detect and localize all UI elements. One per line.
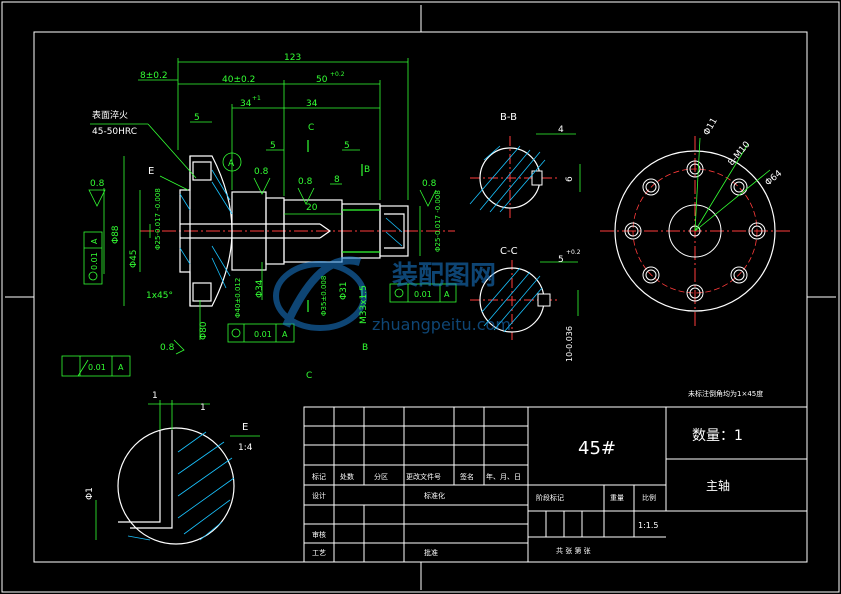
- row-label-3: 分区: [374, 472, 388, 481]
- detail-e-title: E: [242, 422, 248, 433]
- dim-phi31: Φ31: [339, 281, 349, 300]
- approve-label: 批准: [424, 548, 438, 557]
- watermark: [273, 256, 367, 331]
- flange-phi11: Φ11: [702, 116, 720, 137]
- section-bb-title: B-B: [500, 112, 517, 123]
- detail-e-phi: Φ1: [85, 487, 95, 500]
- design-label: 设计: [312, 491, 326, 500]
- dim-phi25a: Φ25-0.017 -0.008: [154, 188, 162, 250]
- section-bb-dim2: 6: [565, 176, 575, 182]
- section-bb: [469, 133, 581, 220]
- review-label: 审核: [312, 530, 326, 539]
- dim-8: 8±0.2: [140, 71, 168, 81]
- hardness-label: 45-50HRC: [92, 127, 137, 137]
- detail-e: [95, 400, 260, 545]
- process-label: 工艺: [312, 549, 326, 557]
- main-view: [77, 58, 455, 377]
- tol-runout1-datum: A: [282, 330, 288, 339]
- section-b-top: B: [364, 165, 370, 175]
- section-cc-tol: +0.2: [566, 249, 581, 256]
- dim-5b: 5: [270, 141, 276, 151]
- section-bb-dim: 4: [558, 125, 564, 135]
- ra-1: 0.8: [90, 179, 105, 189]
- dim-34a-tol: +1: [252, 95, 261, 102]
- flange-holes: 8-M10: [727, 140, 753, 168]
- datum-a: A: [228, 159, 235, 169]
- dim-phi88: Φ88: [111, 225, 121, 244]
- tol-flat-val: 0.01: [90, 252, 99, 270]
- dim-chamfer: 1x45°: [146, 291, 173, 301]
- row-label-2: 处数: [340, 472, 354, 481]
- dim-phi45: Φ45: [129, 249, 139, 268]
- tol-runout1-val: 0.01: [254, 330, 272, 339]
- chamfer-note: 未标注倒角均为1×45度: [688, 389, 763, 398]
- watermark-en: zhuangpeitu.com: [372, 315, 511, 334]
- quantity: 数量：1: [692, 428, 743, 444]
- flange-phi64: Φ64: [764, 169, 785, 189]
- ratio-label: 比例: [642, 493, 656, 502]
- detail-e-scale: 1:4: [238, 443, 253, 453]
- row-label-1: 标记: [312, 472, 326, 481]
- scale: 1:1.5: [638, 521, 659, 530]
- detail-e-marker: E: [148, 166, 154, 177]
- title-block: [303, 406, 808, 563]
- tol-runout2-datum: A: [118, 363, 124, 372]
- dim-phi40: Φ40±0.012: [234, 278, 242, 318]
- stage-label: 阶段标记: [536, 493, 564, 502]
- section-c-top: C: [308, 123, 314, 133]
- tol-runout3-val: 0.01: [414, 290, 432, 299]
- standard-label: 标准化: [424, 491, 445, 500]
- section-cc: [470, 260, 579, 340]
- dim-phi35: Φ35±0.008: [320, 276, 328, 316]
- tol-runout3-datum: A: [444, 290, 450, 299]
- sheet-label: 共 张 第 张: [556, 546, 591, 555]
- ra-4: 0.8: [422, 179, 437, 189]
- section-c-bottom: C: [306, 371, 312, 381]
- watermark-cn: 装配图网: [392, 261, 496, 291]
- tolerance-frames: [61, 231, 457, 377]
- dim-8b: 8: [334, 175, 340, 185]
- dim-20: 20: [306, 203, 318, 213]
- ra-2: 0.8: [254, 167, 269, 177]
- material: 45#: [578, 438, 616, 459]
- part-name: 主轴: [706, 478, 730, 493]
- section-cc-title: C-C: [500, 246, 518, 257]
- labels: 123 8±0.2 40±0.2 50 +0.2 34 +1 34 5 5 5 …: [85, 53, 784, 557]
- dim-34a: 34: [240, 99, 252, 109]
- tol-flat-datum: A: [90, 238, 99, 244]
- section-cc-dim2: 10-0.036: [565, 326, 574, 362]
- weight-label: 重量: [610, 494, 624, 502]
- flange-view: [600, 136, 790, 326]
- dim-m33: M33x1.5: [359, 285, 369, 324]
- ra-3: 0.8: [298, 177, 313, 187]
- section-cc-dim: 5: [558, 255, 564, 265]
- harden-label: 表面淬火: [92, 109, 128, 121]
- detail-e-dim2: 1: [200, 403, 206, 413]
- dim-5c: 5: [344, 141, 350, 151]
- dim-phi25b: Φ25-0.017 -0.008: [434, 190, 442, 252]
- dim-123: 123: [284, 53, 301, 63]
- dim-phi80: Φ80: [199, 321, 209, 340]
- dim-50-tol: +0.2: [330, 71, 345, 78]
- dim-40: 40±0.2: [222, 75, 255, 85]
- dim-34b: 34: [306, 99, 318, 109]
- detail-e-dim1: 1: [152, 391, 158, 401]
- dim-5a: 5: [194, 113, 200, 123]
- row-label-6: 年、月、日: [486, 472, 521, 481]
- ra-5: 0.8: [160, 343, 175, 353]
- row-label-5: 签名: [460, 472, 474, 481]
- dim-phi34: Φ34: [255, 279, 265, 298]
- section-b-bottom: B: [362, 343, 368, 353]
- row-label-4: 更改文件号: [406, 472, 441, 481]
- dim-50: 50: [316, 75, 328, 85]
- tol-runout2-val: 0.01: [88, 363, 106, 372]
